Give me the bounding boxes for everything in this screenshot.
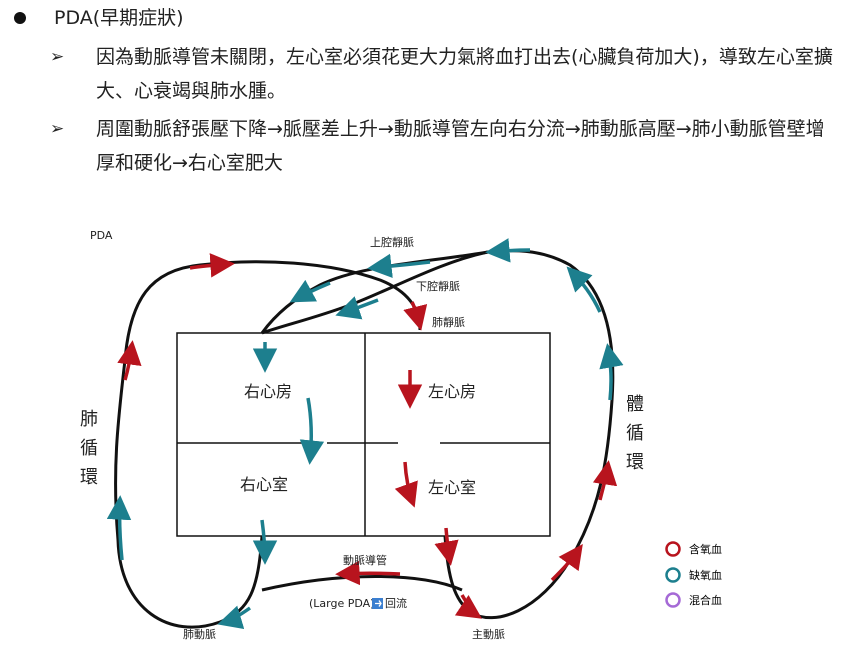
pulmonary-circ-char-2: 循 <box>80 438 98 459</box>
systemic-circ-char-1: 體 <box>626 394 644 415</box>
svc-flow-arrow <box>367 253 431 279</box>
legend-mixed-label: 混合血 <box>689 593 722 607</box>
lv-outflow-arrow <box>434 527 459 566</box>
ra-to-rv-arrow <box>299 397 325 465</box>
systemic-circ-char-3: 環 <box>626 452 644 473</box>
bullet-item-2: ➢ 周圍動脈舒張壓下降→脈壓差上升→動脈導管左向右分流→肺動脈高壓→肺小動脈管壁… <box>50 112 840 184</box>
aorta-label: 主動脈 <box>472 627 505 641</box>
circulation-loops <box>114 249 615 629</box>
aorta-arrow <box>454 594 483 619</box>
left-atrium-label: 左心房 <box>428 382 476 401</box>
heading-row: PDA(早期症狀) <box>0 0 849 40</box>
svc-path <box>260 250 489 334</box>
shunt-note: (Large PDA) <box>309 597 374 610</box>
ductus-shunt-arrow <box>335 560 401 586</box>
bullet-dot-icon <box>14 12 26 24</box>
pulmonary-loop <box>114 260 422 629</box>
systemic-upper-arrow <box>566 266 602 313</box>
pulmonary-ascending-arrow <box>106 495 132 561</box>
left-ventricle-label: 左心室 <box>428 478 476 497</box>
right-atrium-label: 右心房 <box>244 382 292 401</box>
pulm-vein-label: 肺靜脈 <box>432 315 465 329</box>
flow-arrows <box>106 238 624 630</box>
systemic-ascending-arrow <box>592 460 618 501</box>
systemic-loop <box>443 249 615 620</box>
heart-chambers <box>176 332 551 537</box>
pulmonary-upper-arrow <box>117 340 142 381</box>
svc-label: 上腔靜脈 <box>370 235 414 249</box>
pulmonary-top-arrow <box>189 253 235 278</box>
systemic-circ-char-2: 循 <box>626 423 644 444</box>
pulm-artery-label: 肺動脈 <box>183 627 216 641</box>
pulm-vein-arrow <box>403 301 428 331</box>
ductus-label: 動脈導管 <box>343 553 387 567</box>
arrow-bullet-icon: ➢ <box>50 119 65 139</box>
bullet-text-2: 周圍動脈舒張壓下降→脈壓差上升→動脈導管左向右分流→肺動脈高壓→肺小動脈管壁增厚… <box>96 118 825 174</box>
ivc-label: 下腔靜脈 <box>416 279 460 293</box>
legend: 含氧血 缺氧血 混合血 <box>665 541 722 608</box>
legend-oxy-icon <box>665 541 681 557</box>
shunt-arrow-glyph-icon <box>375 600 382 607</box>
pda-tag: PDA <box>90 229 113 242</box>
ivc-flow-arrow <box>335 296 379 320</box>
systemic-return-arrow <box>599 343 624 401</box>
vena-cava-junction-arrow <box>485 238 531 263</box>
pulmonary-circ-char-3: 環 <box>80 467 98 488</box>
pulmonary-circ-char-1: 肺 <box>80 409 98 430</box>
systemic-lower-arrow <box>550 544 583 582</box>
svc-left-arrow <box>289 279 331 303</box>
right-ventricle-label: 右心室 <box>240 475 288 494</box>
la-to-lv-arrow <box>394 461 418 508</box>
ductus-path <box>261 575 463 592</box>
pulm-artery-arrow <box>217 605 252 630</box>
bullet-item-1: ➢ 因為動脈導管未關閉，左心室必須花更大力氣將血打出去(心臟負荷加大)，導致左心… <box>50 40 840 112</box>
legend-mixed-icon <box>665 592 681 608</box>
heart-outline <box>176 332 551 537</box>
rv-outflow-arrow <box>252 519 278 565</box>
legend-oxy-label: 含氧血 <box>689 542 722 556</box>
heading: PDA(早期症狀) <box>54 7 184 29</box>
legend-deoxy-icon <box>665 567 681 583</box>
legend-deoxy-label: 缺氧血 <box>689 568 722 582</box>
shunt-note-suffix: 回流 <box>385 596 407 610</box>
bullet-text-1: 因為動脈導管未關閉，左心室必須花更大力氣將血打出去(心臟負荷加大)，導致左心室擴… <box>96 46 833 102</box>
diagram-labels: PDA 右心房 左心房 右心室 左心室 上腔靜脈 下腔靜脈 肺靜脈 動脈導管 肺… <box>80 229 644 641</box>
arrow-bullet-icon: ➢ <box>50 47 65 67</box>
